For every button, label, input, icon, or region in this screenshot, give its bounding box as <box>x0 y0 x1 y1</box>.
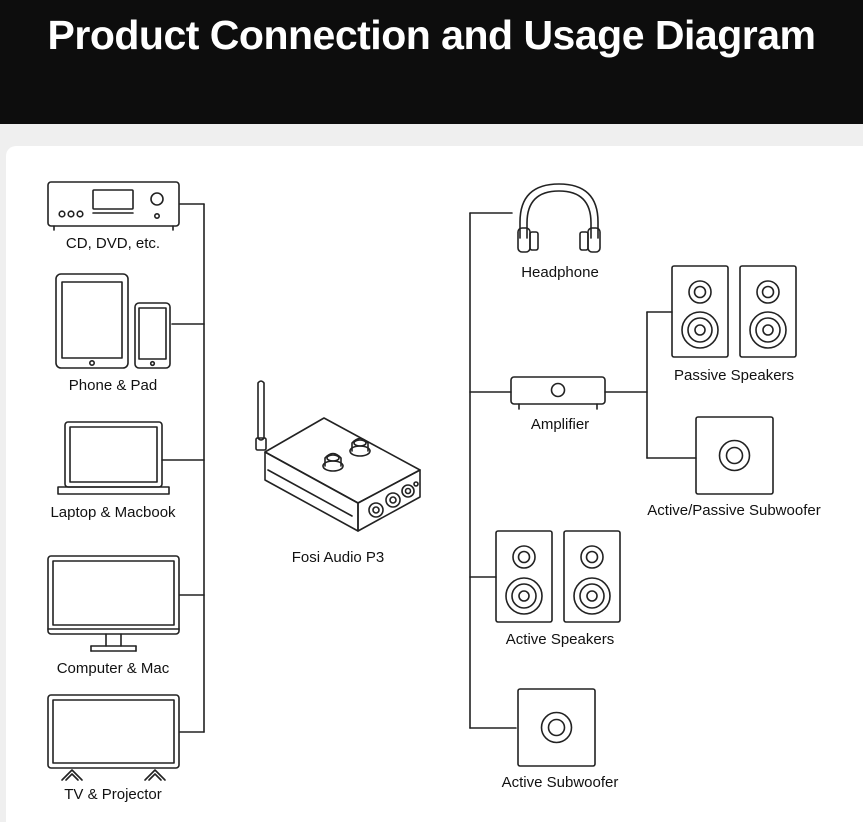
phone-tablet-icon <box>55 273 171 369</box>
source-label-laptop: Laptop & Macbook <box>50 504 176 521</box>
cd-dvd-player-icon <box>47 181 180 231</box>
active-subwoofer-icon <box>517 688 596 767</box>
source-label-tv: TV & Projector <box>64 786 162 803</box>
laptop-icon <box>57 421 170 495</box>
device-label: Fosi Audio P3 <box>291 549 385 566</box>
source-label-phone-pad: Phone & Pad <box>68 377 158 394</box>
active-speakers-icon <box>495 530 621 623</box>
amplifier-icon <box>510 376 606 410</box>
passive-speakers-icon <box>671 265 797 358</box>
tv-icon <box>47 694 180 781</box>
monitor-icon <box>47 555 180 652</box>
subwoofer-icon <box>695 416 774 495</box>
headphone-icon <box>517 183 601 253</box>
output-label-headphone: Headphone <box>521 264 599 281</box>
output-label-active-subwoofer: Active Subwoofer <box>501 774 619 791</box>
source-label-cd-dvd: CD, DVD, etc. <box>65 235 161 252</box>
fosi-audio-p3-amplifier-icon <box>255 380 421 532</box>
header-bar: Product Connection and Usage Diagram <box>0 0 863 124</box>
output-label-amplifier: Amplifier <box>530 416 590 433</box>
output-connector-lines <box>469 212 697 729</box>
output-label-passive-speakers: Passive Speakers <box>673 367 795 384</box>
output-label-active-speakers: Active Speakers <box>505 631 615 648</box>
output-label-subwoofer: Active/Passive Subwoofer <box>647 502 821 519</box>
source-label-computer: Computer & Mac <box>56 660 170 677</box>
diagram-panel <box>6 146 863 822</box>
source-connector-lines <box>161 203 205 733</box>
page-title: Product Connection and Usage Diagram <box>47 12 816 58</box>
